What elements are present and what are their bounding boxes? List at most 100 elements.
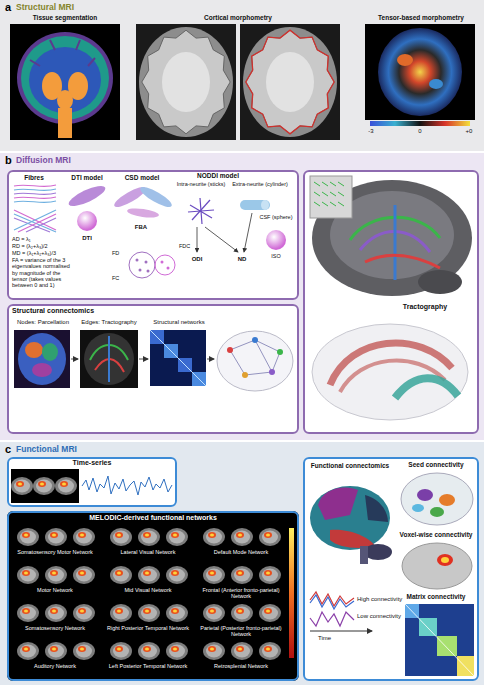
cortical-morphometry-image [246,30,334,134]
structural-connectomics-images [217,331,293,391]
time-series-image [11,477,33,495]
colorbar-tick: 0 [413,128,427,135]
panel-title: Functional MRI [16,445,77,455]
network-thumbnails [110,566,188,584]
functional-connectomics-images [441,557,449,563]
functional-connectomics-images [401,473,473,525]
functional-connectomics-images [360,546,368,564]
caption-label: Right Posterior Temporal Network [103,625,193,631]
caption-label: FD [112,250,119,256]
network-thumbnails [203,528,281,546]
time-series-image [55,477,77,495]
tensor-morphometry-image [429,79,443,89]
panel-backgrounds [0,0,484,151]
fba-illustration [136,259,139,262]
network-thumbnails [17,528,95,546]
caption-label: Tensor-based morphometry [362,14,480,21]
panel-backgrounds [303,457,479,681]
structural-connectomics-images [14,330,293,391]
tractography-image [365,255,440,268]
caption-label: MD = (λ₁+λ₂+λ₃)/3 [12,250,76,256]
functional-connectomics-images [437,636,457,656]
structural-connectomics-images [272,352,280,372]
structural-connectomics-images [14,330,70,388]
fba-illustration [167,267,170,270]
functional-connectomics-images [365,495,388,522]
functional-connectomics-images [412,504,424,512]
caption-label: FDC [179,243,190,249]
network-thumbnails [17,566,95,584]
fba-illustration [139,269,142,272]
functional-connectomics-images [310,631,372,632]
noddi-illustration [188,198,286,252]
noddi-illustration [261,200,269,210]
caption-label: Somatosensory Motor Network [10,549,100,555]
functional-connectomics-images [310,612,354,626]
fibre-model-illustration [14,185,56,186]
cortical-morphometry-image [240,24,340,140]
caption-label: FBA [128,224,154,231]
cortical-morphometry-image [162,52,210,112]
time-series-image [33,477,55,495]
fibre-model-illustration [14,193,56,194]
functional-connectomics-images [402,543,472,589]
fibre-model-illustration [14,189,56,190]
caption-label: Somatosensory Network [10,625,100,631]
functional-connectomics-images [310,595,354,609]
structural-connectomics-images [230,350,245,375]
tissue-segmentation-image [58,108,72,138]
noddi-illustration [244,213,252,252]
structural-connectomics-images [84,333,134,385]
caption-label: Tissue segmentation [8,14,122,21]
caption-label: ND [232,256,252,263]
caption-label: Tractography [375,303,475,311]
tissue-segmentation-image [21,36,109,120]
caption-label: Lateral Visual Network [103,549,193,555]
caption-label: Nodes: Parcellation [10,319,76,326]
structural-connectomics-images [71,359,214,360]
caption-label: Edges: Tractography [76,319,142,326]
fba-illustration [129,252,155,278]
network-thumbnails [17,604,95,622]
network-thumbnails [110,642,188,660]
functional-connectomics-images [430,507,444,517]
functional-connectomics-images [405,604,474,676]
noddi-illustration [188,210,214,212]
functional-connectomics-images [310,473,474,676]
caption-label: Retrosplenial Network [196,663,286,669]
structural-connectomics-images [242,372,248,378]
network-thumbnails [203,604,281,622]
caption-label: Functional connectomics [306,462,394,469]
caption-label: ODI [186,256,208,263]
fibre-model-illustration [14,201,56,202]
structural-connectomics-images [227,347,233,353]
tensor-morphometry-image [397,54,413,66]
fibre-model-illustration [14,197,56,198]
caption-label: CSD model [110,174,174,181]
csd-illustration [112,184,174,220]
functional-connectomics-images [437,554,453,566]
structural-connectomics-images [245,372,272,375]
model-box: FibresDTI modelCSD modelNODDI modelIntra… [7,170,299,300]
network-thumbnails [289,528,294,658]
panel-backgrounds [7,457,177,507]
noddi-illustration [197,227,198,252]
caption-label: CSF (sphere) [256,214,296,220]
fba-illustration [145,261,148,264]
structural-connectomics-images [277,349,283,355]
caption-label: Intra-neurite (sticks) [176,181,226,187]
caption-label: FC [112,275,119,281]
caption-label: Mid Visual Network [103,587,193,593]
tractography-box: Tractography [303,170,479,434]
functional-connectomics-images [318,487,358,520]
caption-label: Frontal (Anterior fronto-parietal) Netwo… [196,587,286,600]
structural-connectomics-images [108,336,110,382]
caption-label: DTI model [62,174,112,181]
panel-backgrounds [7,511,299,681]
fibre-model-illustration [14,210,56,230]
fba-illustration [129,252,175,278]
time-series-image [82,476,172,495]
